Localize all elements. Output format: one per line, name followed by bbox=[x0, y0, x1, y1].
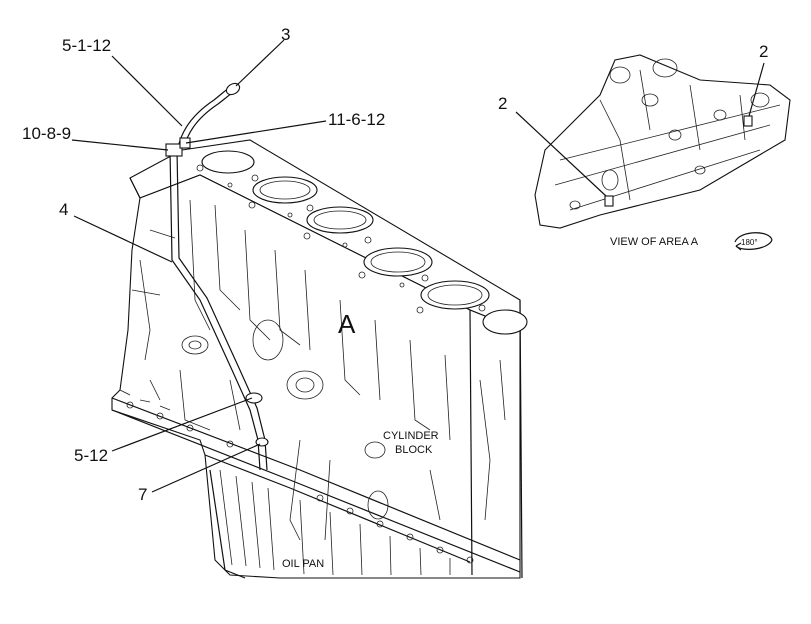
callout-3: 3 bbox=[281, 25, 290, 44]
callout-11-6-12: 11-6-12 bbox=[328, 110, 385, 129]
callout-4: 4 bbox=[59, 200, 68, 219]
callout-10-8-9: 10-8-9 bbox=[22, 124, 71, 143]
cylinder-label: CYLINDER bbox=[383, 430, 439, 442]
dipstick-tube-assembly bbox=[165, 82, 269, 471]
callout-5-1-12: 5-1-12 bbox=[62, 36, 111, 55]
inset-view-area-a bbox=[534, 54, 791, 229]
rotation-label: 180° bbox=[741, 238, 758, 247]
cylinder-bores bbox=[201, 150, 528, 335]
cylinder-block-drawing bbox=[111, 139, 528, 579]
leader-lines bbox=[71, 39, 765, 493]
block-label: BLOCK bbox=[395, 444, 433, 456]
callout-2-left: 2 bbox=[498, 94, 507, 113]
callout-2-right: 2 bbox=[759, 42, 768, 61]
area-a-label: A bbox=[338, 309, 356, 339]
rotation-arrow-icon bbox=[734, 232, 773, 251]
callout-7: 7 bbox=[138, 485, 147, 504]
callout-5-12: 5-12 bbox=[74, 446, 108, 465]
oil-pan-label: OIL PAN bbox=[282, 558, 324, 570]
view-area-label: VIEW OF AREA A bbox=[610, 236, 699, 248]
